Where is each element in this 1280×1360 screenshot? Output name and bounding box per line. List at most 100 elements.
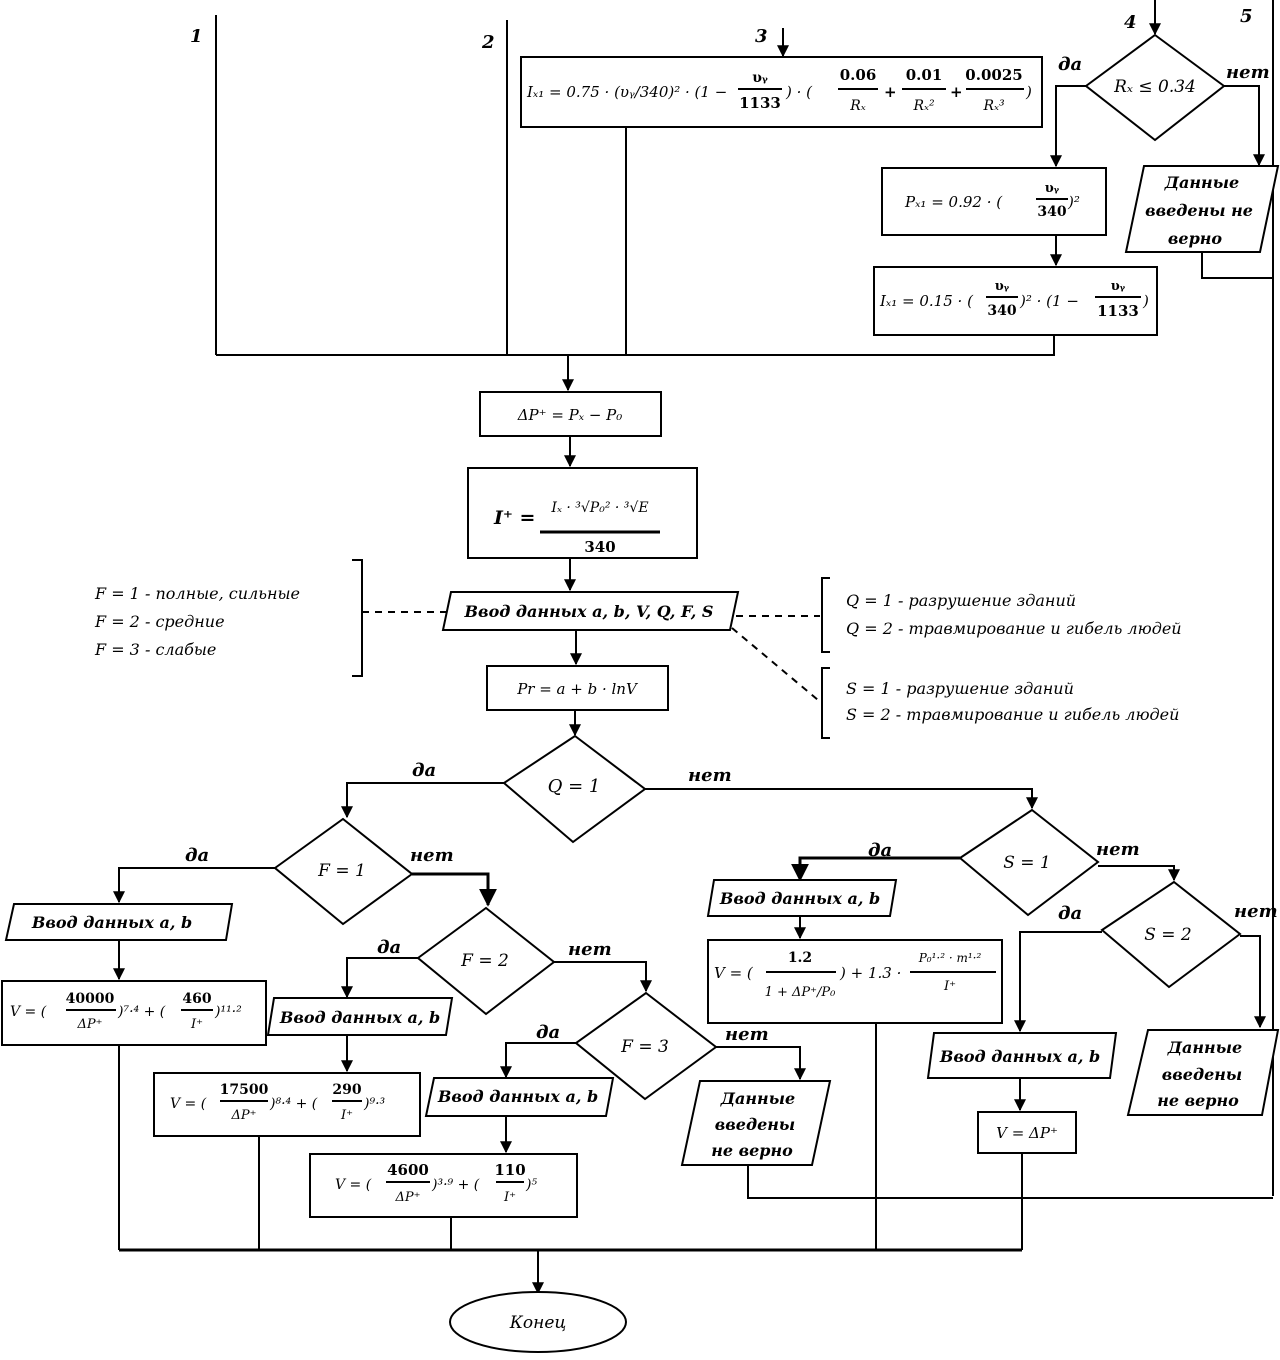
decision-f2-text: F = 2	[460, 951, 509, 971]
branch-no-label: нет	[1096, 839, 1140, 860]
formula-px1-lhs: Pₓ₁ = 0.92 · (	[904, 193, 1003, 211]
input-ab-text: Ввод данных a, b	[939, 1047, 1100, 1066]
formula-ix1-frac4-num: 0.0025	[965, 66, 1022, 84]
decision-s2-text: S = 2	[1144, 925, 1192, 945]
arrow-yes	[341, 782, 504, 819]
formula-ix1b-den1: 340	[987, 303, 1016, 319]
formula-ix1b-box	[873, 266, 1158, 336]
decision-rx	[1084, 33, 1226, 142]
decision-q1	[502, 734, 647, 844]
legend-q-item: Q = 2 - травмирование и гибель людей	[846, 619, 1182, 638]
i-plus-den: 340	[584, 538, 615, 556]
i-plus-box	[467, 467, 698, 559]
legend-q-bracket	[821, 577, 830, 653]
branch-no-label: нет	[410, 845, 454, 866]
arrow-yes	[500, 1042, 576, 1079]
formula-ix1-frac3-num: 0.01	[906, 66, 943, 84]
arrow-yes	[113, 867, 275, 904]
formula-ix1-frac2-num: 0.06	[840, 66, 877, 84]
legend-f-item: F = 3 - слабые	[94, 640, 216, 659]
legend-s-item: S = 1 - разрушение зданий	[846, 679, 1074, 698]
legend-f-item: F = 2 - средние	[94, 612, 225, 631]
formula-v-s2-text: V = ΔP⁺	[996, 1124, 1058, 1142]
branch-yes-label: да	[868, 840, 892, 861]
formula-v-f3-pre: V = (	[335, 1177, 372, 1193]
input-ab-text: Ввод данных a, b	[437, 1087, 598, 1106]
connector-label-5: 5	[1240, 6, 1253, 27]
decision-s2	[1100, 880, 1242, 989]
formula-px1-den: 340	[1037, 204, 1066, 220]
error-box-f3	[680, 1080, 832, 1166]
formula-ix1-end: )	[1025, 83, 1032, 101]
merge-line	[216, 335, 1055, 356]
formula-v-f1-d2: I⁺	[190, 1017, 203, 1032]
error-text-line: Данные	[720, 1089, 795, 1108]
plus-sign: +	[884, 83, 897, 101]
formula-ix1-lhs: Iₓ₁ = 0.75 · (υᵧ/340)² · (1 −	[526, 83, 727, 101]
connector-label-3: 3	[755, 26, 768, 47]
input-ab-box	[266, 997, 454, 1036]
decision-f2	[416, 906, 556, 1016]
legend-f-item: F = 1 - полные, сильные	[94, 584, 300, 603]
legend-s-item: S = 2 - травмирование и гибель людей	[846, 705, 1179, 724]
formula-v-f2-d2: I⁺	[340, 1108, 353, 1123]
input-ab-text: Ввод данных a, b	[31, 913, 192, 932]
legend-s-connector	[731, 627, 819, 701]
formula-v-f1-box	[1, 980, 267, 1046]
formula-ix1b-num2: υᵧ	[1111, 279, 1126, 294]
input-all-box	[441, 591, 740, 631]
formula-v-f1-e1: )⁷·⁴ + (	[117, 1004, 166, 1020]
formula-v-f3-n1: 4600	[387, 1161, 429, 1179]
input-all-text: Ввод данных a, b, V, Q, F, S	[464, 602, 714, 621]
formula-ix1-mid: ) · (	[785, 83, 813, 101]
formula-v-f3-d1: ΔP⁺	[395, 1190, 421, 1205]
formula-v-f1-d1: ΔP⁺	[77, 1017, 103, 1032]
formula-v-f1-n2: 460	[182, 991, 211, 1007]
formula-ix1-frac2-den: Rₓ	[849, 98, 866, 114]
error-text-line: введены	[1162, 1065, 1242, 1084]
error-text-line: введены	[715, 1115, 795, 1134]
arrow-no	[716, 1046, 806, 1081]
formula-v-f1-pre: V = (	[10, 1004, 47, 1020]
probit-text: Pr = a + b · lnV	[516, 680, 639, 698]
input-ab-box	[424, 1077, 615, 1117]
i-plus-lhs: I⁺ =	[493, 507, 535, 529]
branch-yes-label: да	[412, 760, 436, 781]
formula-v-f1-e2: )¹¹·²	[214, 1004, 242, 1020]
arrow-yes	[791, 856, 960, 882]
input-ab-box	[4, 903, 234, 941]
formula-v-f2-d1: ΔP⁺	[231, 1108, 257, 1123]
arrow-yes	[1014, 931, 1102, 1033]
formula-v-f3-d2: I⁺	[503, 1190, 516, 1205]
formula-v-f3-e2: )⁵	[525, 1177, 537, 1193]
branch-no-label: нет	[688, 765, 732, 786]
formula-v-f2-e2: )⁹·³	[363, 1096, 386, 1112]
branch-no-label: нет	[568, 939, 612, 960]
formula-px1-num: υᵧ	[1045, 181, 1060, 196]
legend-s-bracket	[821, 667, 830, 739]
branch-yes-label: да	[1058, 903, 1082, 924]
error-text-line: не верно	[1157, 1091, 1239, 1110]
arrow-no	[554, 961, 652, 993]
branch-yes-label: да	[536, 1022, 560, 1043]
formula-ix1-frac1-den: 1133	[739, 94, 781, 112]
arrow-no	[1098, 865, 1180, 882]
formula-ix1-frac3-den: Rₓ²	[912, 98, 935, 114]
formula-v-s1-n1: 1.2	[788, 950, 812, 966]
input-ab-box	[706, 879, 898, 917]
error-text-line: введены не	[1145, 201, 1253, 220]
input-ab-box	[926, 1032, 1118, 1079]
connector-label-1: 1	[190, 26, 203, 47]
error-text-line: верно	[1168, 229, 1223, 248]
formula-v-s2-box	[977, 1111, 1077, 1154]
branch-yes-label: да	[377, 937, 401, 958]
formula-v-f1-n1: 40000	[66, 991, 115, 1007]
decision-rx-text: Rₓ ≤ 0.34	[1113, 77, 1196, 97]
arrow-no	[1240, 935, 1266, 1029]
formula-v-f3-box	[309, 1153, 578, 1218]
connector-line	[747, 1165, 1273, 1199]
connector-line	[1201, 252, 1273, 279]
error-text-line: не верно	[711, 1141, 793, 1160]
branch-no-label: нет	[1226, 62, 1270, 83]
formula-v-f2-pre: V = (	[170, 1096, 207, 1112]
